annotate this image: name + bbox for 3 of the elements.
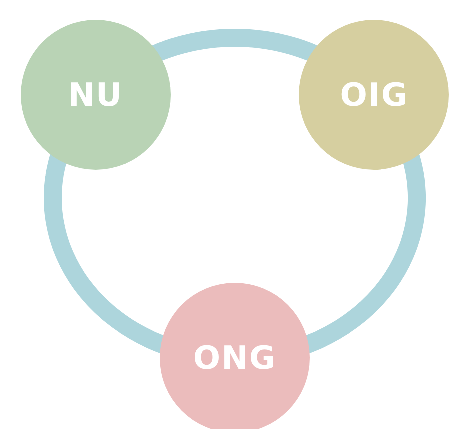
node-label: NU bbox=[68, 76, 123, 114]
node-label: OIG bbox=[340, 76, 409, 114]
node-label: ONG bbox=[193, 339, 277, 377]
